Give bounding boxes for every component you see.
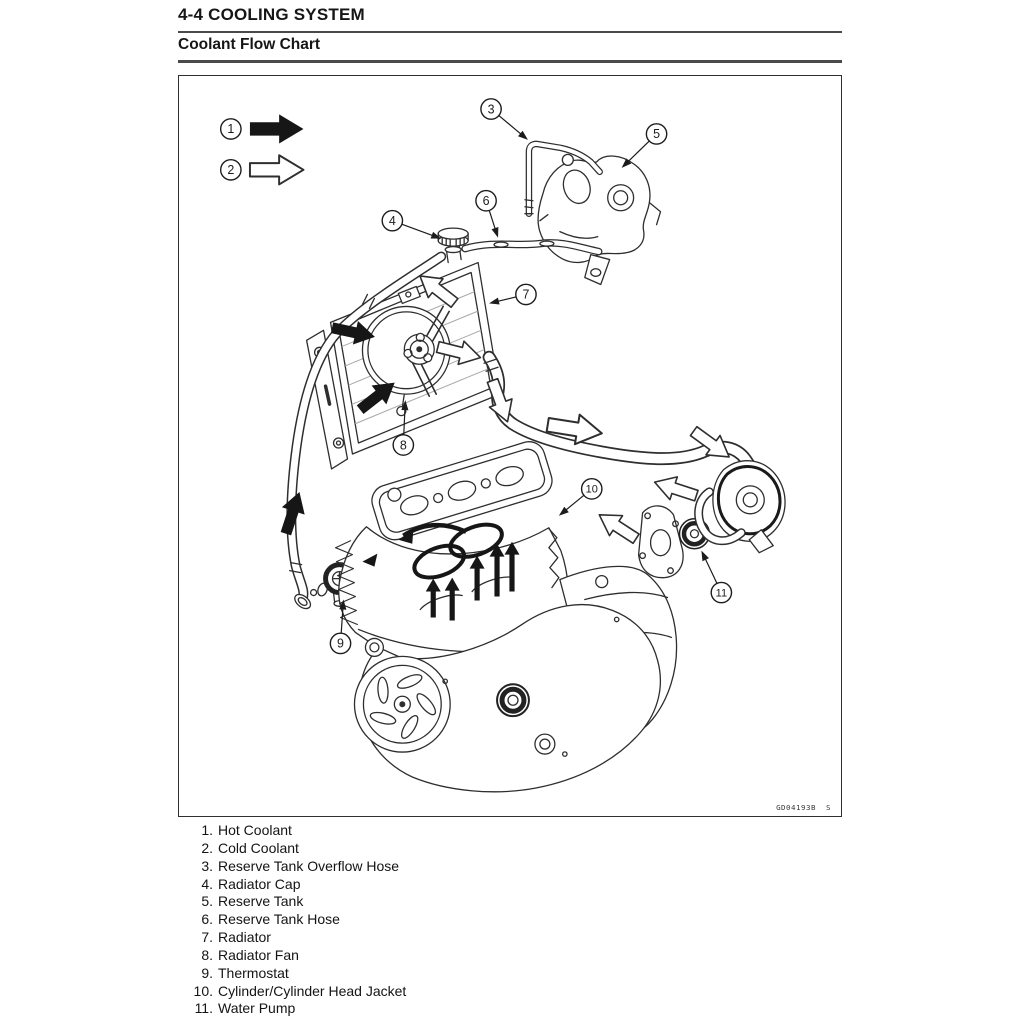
- callout-4: 4: [381, 209, 442, 239]
- svg-text:10: 10: [586, 484, 598, 496]
- legend-item-number: 11.: [194, 1000, 213, 1017]
- legend-item-label: Cylinder/Cylinder Head Jacket: [218, 982, 407, 999]
- legend-item-number: 3.: [201, 857, 213, 874]
- legend-item-10: 10. Cylinder/Cylinder Head Jacket: [178, 982, 407, 1001]
- callout-layer: 1 2 3 4 5 6 7 8 9 10 11: [219, 98, 733, 655]
- legend-item-label: Thermostat: [218, 964, 289, 981]
- cylinder-jacket-rings: [362, 522, 504, 580]
- legend-item-label: Reserve Tank: [218, 893, 304, 910]
- svg-text:9: 9: [337, 637, 344, 651]
- legend-item-label: Cold Coolant: [218, 839, 299, 856]
- legend-item-label: Radiator Cap: [218, 875, 301, 892]
- radiator-fan: [361, 305, 451, 417]
- coolant-flow-diagram-box: 1 2 3 4 5 6 7 8 9 10 11 GD04193B S: [178, 75, 842, 817]
- svg-text:1: 1: [227, 122, 234, 136]
- legend-item-11: 11. Water Pump: [178, 1000, 406, 1018]
- legend-item-number: 10.: [193, 982, 213, 999]
- callout-7: 7: [489, 283, 537, 306]
- chart-title: Coolant Flow Chart: [178, 36, 321, 53]
- section-title: 4-4 COOLING SYSTEM: [178, 5, 365, 24]
- legend-item-label: Radiator Fan: [218, 946, 299, 963]
- legend-item-7: 7. Radiator: [178, 929, 406, 947]
- coolant-up-arrows: [425, 541, 520, 621]
- legend-item-label: Reserve Tank Overflow Hose: [218, 857, 400, 874]
- legend-item-label: Radiator: [218, 929, 271, 946]
- figure-code: GD04193B S: [776, 803, 831, 812]
- coolant-flow-diagram: 1 2 3 4 5 6 7 8 9 10 11 GD04193B S: [219, 98, 831, 812]
- legend-item-number: 8.: [201, 946, 213, 963]
- legend-item-2: 2. Cold Coolant: [178, 840, 406, 858]
- svg-text:3: 3: [488, 102, 495, 116]
- callout-1: 1: [219, 118, 242, 140]
- svg-text:5: 5: [653, 127, 660, 141]
- callout-3: 3: [480, 98, 528, 140]
- callout-8: 8: [392, 400, 415, 456]
- legend-item-number: 9.: [201, 964, 213, 981]
- legend-item-number: 1.: [201, 822, 213, 838]
- engine: [334, 441, 678, 793]
- legend-item-label: Water Pump: [218, 1000, 296, 1017]
- svg-text:11: 11: [716, 587, 727, 599]
- legend-item-number: 6.: [201, 911, 213, 928]
- legend-item-number: 5.: [201, 893, 213, 910]
- legend-item-4: 4. Radiator Cap: [178, 876, 406, 894]
- svg-text:8: 8: [400, 438, 407, 452]
- callout-6: 6: [475, 189, 499, 238]
- legend-item-number: 4.: [201, 875, 213, 892]
- legend-item-1: 1. Hot Coolant: [178, 822, 406, 840]
- left-radiator-hose: [286, 251, 447, 610]
- header-rule-top: [178, 31, 842, 33]
- legend-item-number: 2.: [201, 839, 213, 856]
- callout-9: 9: [329, 599, 352, 655]
- header-rule-bottom: [178, 60, 842, 63]
- legend-item-3: 3. Reserve Tank Overflow Hose: [178, 858, 406, 876]
- callout-10: 10: [558, 478, 603, 516]
- legend-list: 1. Hot Coolant 2. Cold Coolant 3. Reserve Tan…: [178, 822, 407, 1018]
- svg-text:4: 4: [389, 214, 396, 228]
- legend-item-label: Hot Coolant: [218, 822, 292, 838]
- overflow-hose: [524, 140, 603, 217]
- cold-coolant-key-arrow: [248, 154, 305, 186]
- callout-11: 11: [701, 550, 733, 604]
- radiator-cap: [437, 227, 469, 254]
- hot-coolant-key-arrow: [249, 114, 304, 144]
- legend-key-arrows: [248, 114, 305, 186]
- reserve-tank-hose: [461, 239, 603, 256]
- svg-text:6: 6: [483, 194, 490, 208]
- legend-item-9: 9. Thermostat: [178, 965, 406, 983]
- svg-text:7: 7: [522, 288, 529, 302]
- callout-5: 5: [621, 123, 668, 168]
- legend-item-label: Reserve Tank Hose: [218, 911, 340, 928]
- legend-item-6: 6. Reserve Tank Hose: [178, 911, 406, 929]
- callout-2: 2: [219, 158, 242, 181]
- water-pump: [637, 460, 786, 579]
- svg-text:2: 2: [227, 163, 234, 177]
- legend-item-5: 5. Reserve Tank: [178, 893, 406, 911]
- legend-item-8: 8. Radiator Fan: [178, 947, 406, 965]
- legend-item-number: 7.: [201, 929, 213, 946]
- reserve-tank: [537, 153, 662, 286]
